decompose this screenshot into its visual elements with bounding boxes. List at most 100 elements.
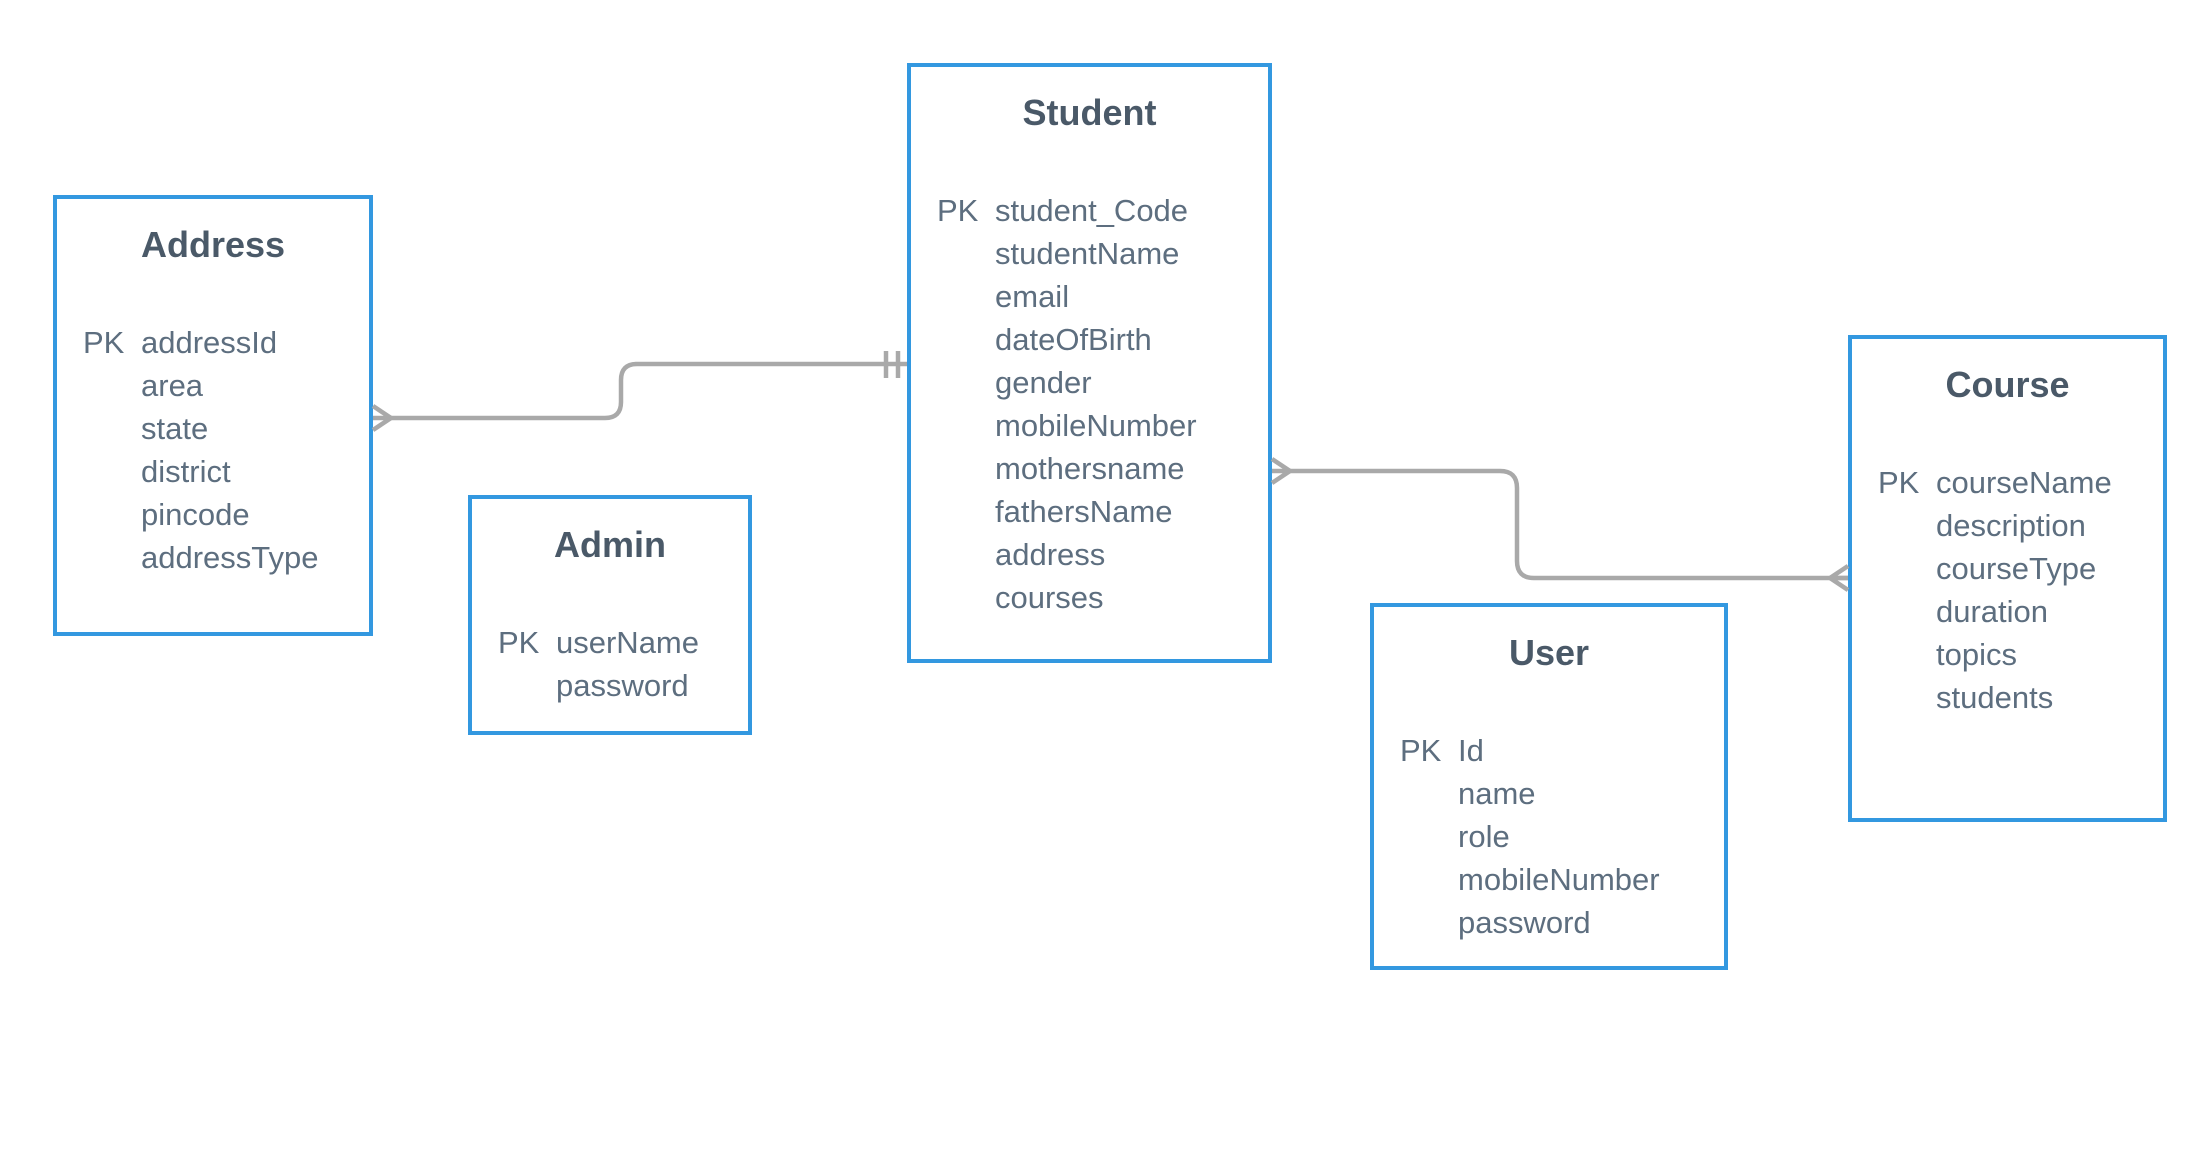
- field-name: area: [141, 368, 204, 403]
- crow-foot-icon: [1825, 564, 1850, 592]
- entity-fields-admin: PK userName password: [472, 621, 748, 707]
- entity-title-admin: Admin: [554, 524, 666, 565]
- field-row: fathersName: [937, 490, 1268, 533]
- pk-label: [83, 493, 141, 536]
- entity-title-user: User: [1508, 632, 1590, 673]
- one-and-only-one-icon: [883, 351, 901, 378]
- field-row: duration: [1878, 590, 2163, 633]
- field-row: password: [1400, 901, 1724, 944]
- field-row: studentName: [937, 232, 1268, 275]
- crow-foot-icon: [1270, 457, 1295, 485]
- field-name: description: [1936, 508, 2086, 543]
- field-row: pincode: [83, 493, 369, 536]
- pk-label: [1400, 858, 1458, 901]
- pk-label: [83, 407, 141, 450]
- pk-label: [83, 364, 141, 407]
- field-name: topics: [1936, 637, 2017, 672]
- pk-label: [937, 447, 995, 490]
- field-name: duration: [1936, 594, 2049, 629]
- field-name: password: [556, 668, 689, 703]
- field-row: mothersname: [937, 447, 1268, 490]
- entity-student[interactable]: Student PK student_Code studentName emai…: [907, 63, 1272, 663]
- entity-title-student: Student: [1022, 92, 1157, 133]
- relationship-student-course[interactable]: [1270, 457, 1850, 592]
- field-name: addressId: [141, 325, 278, 360]
- pk-label: [937, 533, 995, 576]
- entity-fields-course: PK courseName description courseType dur…: [1852, 461, 2163, 719]
- field-name: addressType: [141, 540, 319, 575]
- field-row: description: [1878, 504, 2163, 547]
- field-name: courseName: [1936, 465, 2112, 500]
- entity-user[interactable]: User PK Id name role mobileNumber passwo…: [1370, 603, 1728, 970]
- pk-label: PK: [83, 325, 125, 360]
- field-name: name: [1458, 776, 1536, 811]
- pk-label: [937, 576, 995, 619]
- pk-label: [83, 536, 141, 579]
- field-row: courses: [937, 576, 1268, 619]
- field-row: PK userName: [498, 621, 748, 664]
- field-row: PK courseName: [1878, 461, 2163, 504]
- pk-label: [937, 232, 995, 275]
- field-row: name: [1400, 772, 1724, 815]
- pk-label: [937, 490, 995, 533]
- pk-label: PK: [498, 625, 540, 660]
- field-row: PK student_Code: [937, 189, 1268, 232]
- pk-label: [1878, 504, 1936, 547]
- field-row: state: [83, 407, 369, 450]
- pk-label: [83, 450, 141, 493]
- entity-fields-student: PK student_Code studentName email dateOf…: [911, 189, 1268, 619]
- field-name: password: [1458, 905, 1591, 940]
- field-row: address: [937, 533, 1268, 576]
- field-row: password: [498, 664, 748, 707]
- relationship-line[interactable]: [1290, 468, 1848, 581]
- entity-fields-address: PK addressId area state district pincode: [57, 321, 369, 579]
- pk-label: [937, 275, 995, 318]
- field-name: courseType: [1936, 551, 2097, 586]
- field-row: area: [83, 364, 369, 407]
- field-name: mothersname: [995, 451, 1185, 486]
- field-row: PK Id: [1400, 729, 1724, 772]
- field-row: district: [83, 450, 369, 493]
- field-row: gender: [937, 361, 1268, 404]
- pk-label: [1878, 547, 1936, 590]
- field-row: email: [937, 275, 1268, 318]
- relationship-line[interactable]: [391, 361, 907, 421]
- field-name: email: [995, 279, 1070, 314]
- field-row: addressType: [83, 536, 369, 579]
- field-row: role: [1400, 815, 1724, 858]
- field-name: fathersName: [995, 494, 1173, 529]
- pk-label: [1878, 676, 1936, 719]
- field-row: topics: [1878, 633, 2163, 676]
- field-name: address: [995, 537, 1106, 572]
- field-name: dateOfBirth: [995, 322, 1152, 357]
- field-row: mobileNumber: [937, 404, 1268, 447]
- entity-course[interactable]: Course PK courseName description courseT…: [1848, 335, 2167, 822]
- field-name: students: [1936, 680, 2054, 715]
- entity-admin[interactable]: Admin PK userName password: [468, 495, 752, 735]
- field-row: PK addressId: [83, 321, 369, 364]
- field-name: pincode: [141, 497, 250, 532]
- field-row: dateOfBirth: [937, 318, 1268, 361]
- pk-label: [937, 404, 995, 447]
- pk-label: [937, 361, 995, 404]
- pk-label: PK: [1400, 733, 1442, 768]
- entity-address[interactable]: Address PK addressId area state district…: [53, 195, 373, 636]
- field-name: userName: [556, 625, 699, 660]
- pk-label: [1878, 590, 1936, 633]
- field-name: gender: [995, 365, 1092, 400]
- entity-fields-user: PK Id name role mobileNumber password: [1374, 729, 1724, 944]
- relationship-address-student[interactable]: [371, 351, 907, 432]
- field-name: studentName: [995, 236, 1180, 271]
- crow-foot-icon: [371, 404, 396, 432]
- pk-label: [1400, 772, 1458, 815]
- field-name: district: [141, 454, 231, 489]
- field-name: state: [141, 411, 209, 446]
- field-name: role: [1458, 819, 1510, 854]
- pk-label: [1400, 901, 1458, 944]
- pk-label: [498, 664, 556, 707]
- field-row: students: [1878, 676, 2163, 719]
- pk-label: [937, 318, 995, 361]
- pk-label: PK: [1878, 465, 1920, 500]
- pk-label: [1878, 633, 1936, 676]
